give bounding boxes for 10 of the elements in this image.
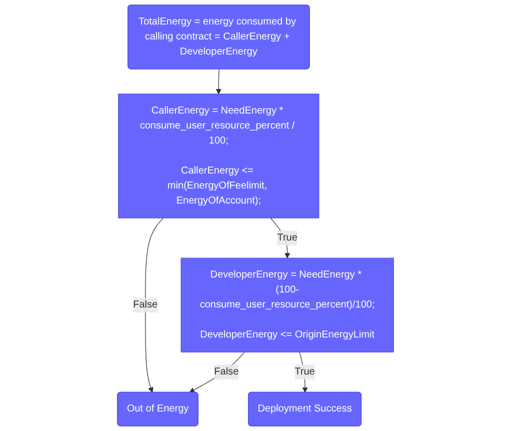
node-box: CallerEnergy = NeedEnergy * consume_user_resource_percent / 100; CallerEnergy <= min(EnergyOfFeelimit, EnergyOfAccount); bbox=[118, 94, 320, 218]
arrow bbox=[299, 352, 308, 393]
edge-label: True bbox=[294, 366, 315, 378]
arrow bbox=[189, 352, 245, 393]
edge-label: False bbox=[214, 366, 239, 378]
node-box: DeveloperEnergy = NeedEnergy * (100-consume_user_resource_percent)/100; DeveloperEnergy <= OriginEnergyLimit bbox=[180, 258, 394, 352]
edge-label: False bbox=[133, 299, 158, 310]
arrow bbox=[216, 68, 222, 94]
arrow bbox=[145, 218, 164, 393]
edge-label: True bbox=[277, 232, 298, 244]
